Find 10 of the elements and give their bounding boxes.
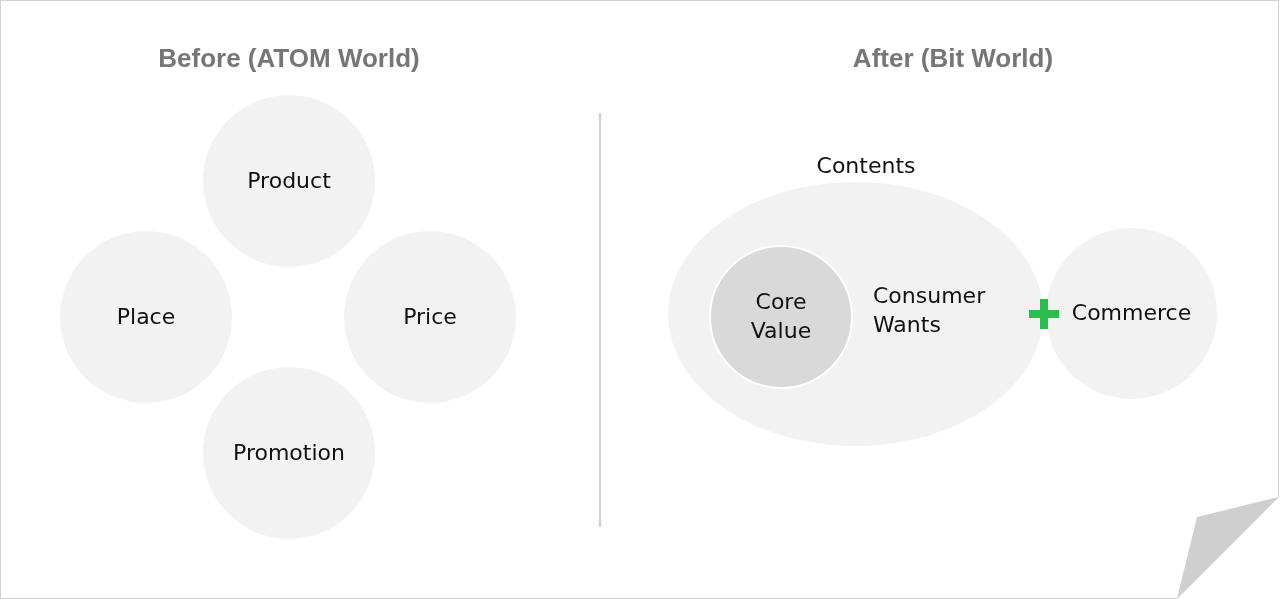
section-heading: Before (ATOM World)	[158, 43, 420, 75]
group-title: Contents	[815, 152, 917, 180]
circle-label: Core Value	[749, 288, 813, 345]
ellipse-label: Consumer Wants	[873, 282, 987, 339]
circle-label: Product	[247, 166, 331, 195]
circle-label: Place	[116, 302, 176, 331]
circle-label: Commerce	[1071, 299, 1192, 328]
circle-label: Promotion	[233, 438, 345, 467]
section-heading: After (Bit World)	[852, 43, 1054, 75]
circle-label: Price	[403, 302, 457, 331]
